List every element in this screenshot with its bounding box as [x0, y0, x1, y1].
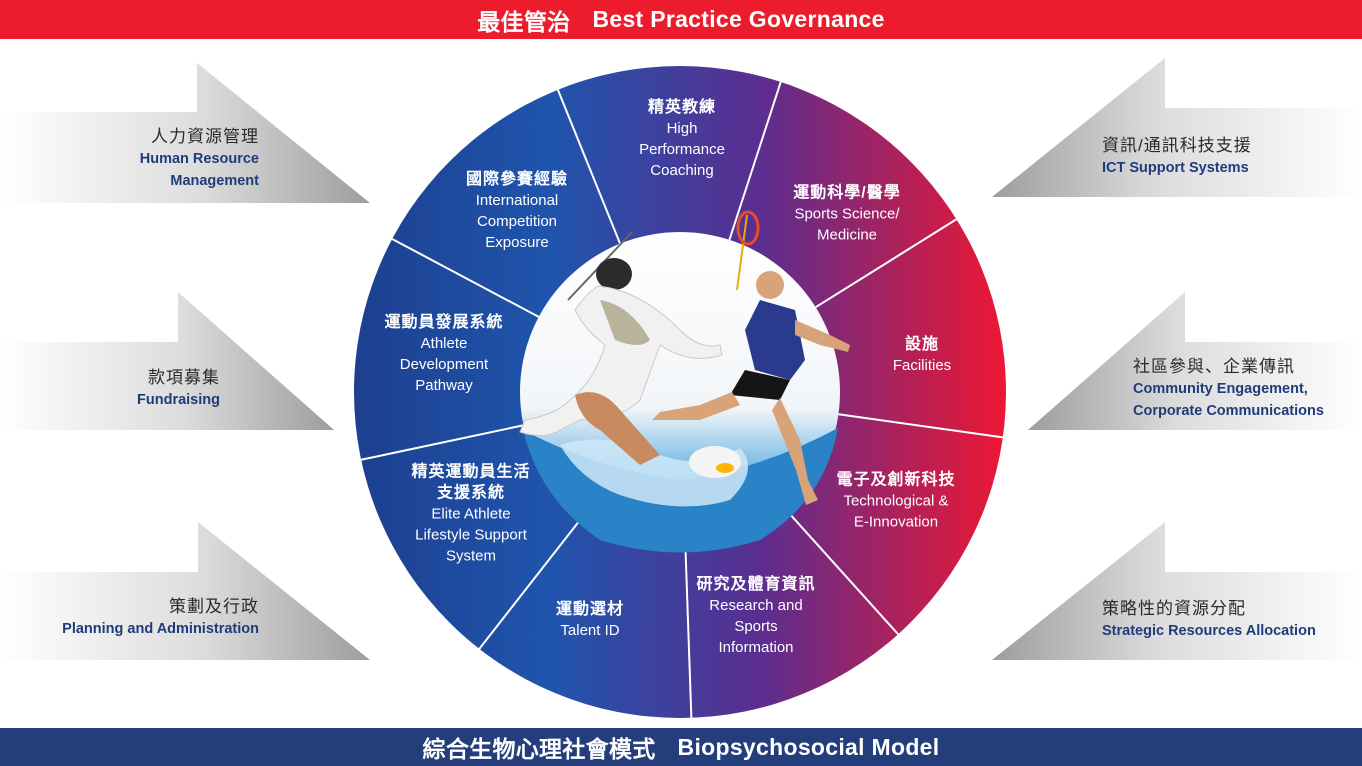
arrow-left-icon: [992, 58, 1362, 197]
arrow-left-icon: [992, 522, 1362, 660]
segment-label-en: Sports Science/: [794, 205, 900, 223]
segment-label-en: Performance: [639, 141, 725, 158]
pillar-label-en: Corporate Communications: [1133, 403, 1324, 419]
segment-label-en: Athlete: [420, 335, 468, 352]
segment-label-en: International: [475, 192, 559, 209]
pillar-planning: 策劃及行政 Planning and Administration: [62, 596, 259, 640]
pillar-ict-support: 資訊/通訊科技支援 ICT Support Systems: [1102, 135, 1252, 179]
segment-label-en: Lifestyle Support: [415, 526, 527, 544]
segment-athlete-development: 運動員發展系統 Athlete Development Pathway: [384, 312, 503, 396]
pillar-label-en: Human Resource: [139, 151, 259, 167]
segment-high-performance-coaching: 精英教練 High Performance Coaching: [639, 97, 725, 181]
arrow-left-icon: [1028, 292, 1362, 430]
pillar-label-en: Community Engagement,: [1133, 381, 1308, 397]
pillar-label-en: Management: [170, 173, 259, 189]
arrow-right-icon: [0, 522, 370, 660]
segment-label-zh: 精英運動員生活: [411, 463, 531, 481]
segment-label-zh-2: 支援系統: [436, 484, 506, 502]
swimmer-figure: [575, 392, 741, 478]
pillar-community: 社區參與、企業傳訊 Community Engagement, Corporat…: [1133, 356, 1324, 422]
pillar-label-zh: 款項募集: [148, 368, 220, 387]
segment-label-en: Development: [399, 356, 489, 373]
segment-divider: [391, 238, 540, 318]
footer-title-zh: 綜合生物心理社會模式: [422, 736, 656, 762]
segment-label-en: Exposure: [485, 234, 549, 251]
pillar-label-zh: 人力資源管理: [151, 127, 259, 146]
segment-divider: [684, 551, 693, 718]
segment-label-en: Elite Athlete: [431, 505, 511, 523]
segment-divider: [728, 81, 782, 241]
segment-label-zh: 運動選材: [555, 601, 625, 618]
segment-label-zh: 研究及體育資訊: [696, 576, 816, 593]
header-title-en: Best Practice Governance: [592, 6, 885, 32]
segment-label-zh: 設施: [904, 336, 940, 353]
pillar-strategic: 策略性的資源分配 Strategic Resources Allocation: [1102, 598, 1316, 642]
pillar-label-zh: 策劃及行政: [169, 597, 259, 616]
segment-label-en: Talent ID: [560, 622, 620, 639]
segment-divider: [815, 218, 957, 309]
wheel-dividers: [360, 81, 1003, 718]
segment-e-innovation: 電子及創新科技 Technological & E-Innovation: [836, 470, 955, 533]
segment-international-competition: 國際參賽經驗 International Competition Exposur…: [466, 169, 568, 253]
pillar-label-zh: 策略性的資源分配: [1102, 599, 1246, 618]
segment-divider: [478, 517, 583, 650]
segment-label-en: Information: [718, 639, 794, 656]
footer-title-en: Biopsychosocial Model: [677, 733, 940, 760]
arrow-right-icon: [0, 292, 334, 430]
segment-divider: [786, 510, 899, 635]
segment-label-en: High: [666, 120, 698, 137]
segment-label-zh: 運動科學/醫學: [793, 184, 901, 202]
segment-label-en: Competition: [476, 213, 558, 230]
pillar-label-en: ICT Support Systems: [1102, 160, 1249, 176]
segment-divider: [838, 413, 1003, 439]
header-banner: 最佳管治 Best Practice Governance: [0, 0, 1362, 39]
segment-label-zh: 精英教練: [647, 99, 716, 116]
segment-label-en: System: [445, 547, 497, 565]
segment-label-zh: 電子及創新科技: [836, 471, 956, 489]
arrow-right-icon: [0, 63, 370, 203]
pillar-label-zh: 社區參與、企業傳訊: [1133, 357, 1295, 376]
header-title-zh: 最佳管治: [477, 8, 571, 35]
fencer-figure: [519, 231, 723, 436]
segment-label-en: Coaching: [650, 162, 714, 179]
segment-label-en: Facilities: [892, 357, 952, 374]
footer-banner: 綜合生物心理社會模式 Biopsychosocial Model: [0, 728, 1362, 766]
segment-label-en: E-Innovation: [853, 513, 939, 531]
segment-divider: [360, 424, 524, 461]
segment-facilities: 設施 Facilities: [893, 334, 951, 376]
segment-label-zh: 運動員發展系統: [384, 314, 504, 331]
segment-research-information: 研究及體育資訊 Research and Sports Information: [696, 574, 815, 658]
badminton-player-figure: [652, 210, 850, 505]
segment-label-en: Sports: [734, 618, 778, 635]
segment-label-en: Medicine: [816, 226, 878, 244]
segment-elite-athlete-lifestyle: 精英運動員生活 支援系統 Elite Athlete Lifestyle Sup…: [411, 462, 530, 567]
pillar-fundraising: 款項募集 Fundraising: [137, 367, 220, 411]
segment-label-en: Technological &: [843, 492, 949, 510]
segment-label-zh: 國際參賽經驗: [465, 171, 569, 188]
segment-sports-science: 運動科學/醫學 Sports Science/ Medicine: [793, 183, 900, 246]
segment-label-en: Pathway: [415, 377, 473, 394]
segment-label-en: Research and: [709, 597, 803, 614]
pillar-label-en: Strategic Resources Allocation: [1102, 623, 1316, 639]
segment-talent-id: 運動選材 Talent ID: [556, 599, 624, 641]
pillar-human-resource: 人力資源管理 Human Resource Management: [140, 126, 259, 192]
segment-divider: [556, 89, 621, 245]
water-splash: [560, 439, 748, 507]
pillar-label-en: Planning and Administration: [62, 621, 259, 637]
pillar-label-en: Fundraising: [137, 392, 220, 408]
pillar-label-zh: 資訊/通訊科技支援: [1102, 136, 1252, 155]
athletes-photo-icon: [519, 210, 850, 553]
